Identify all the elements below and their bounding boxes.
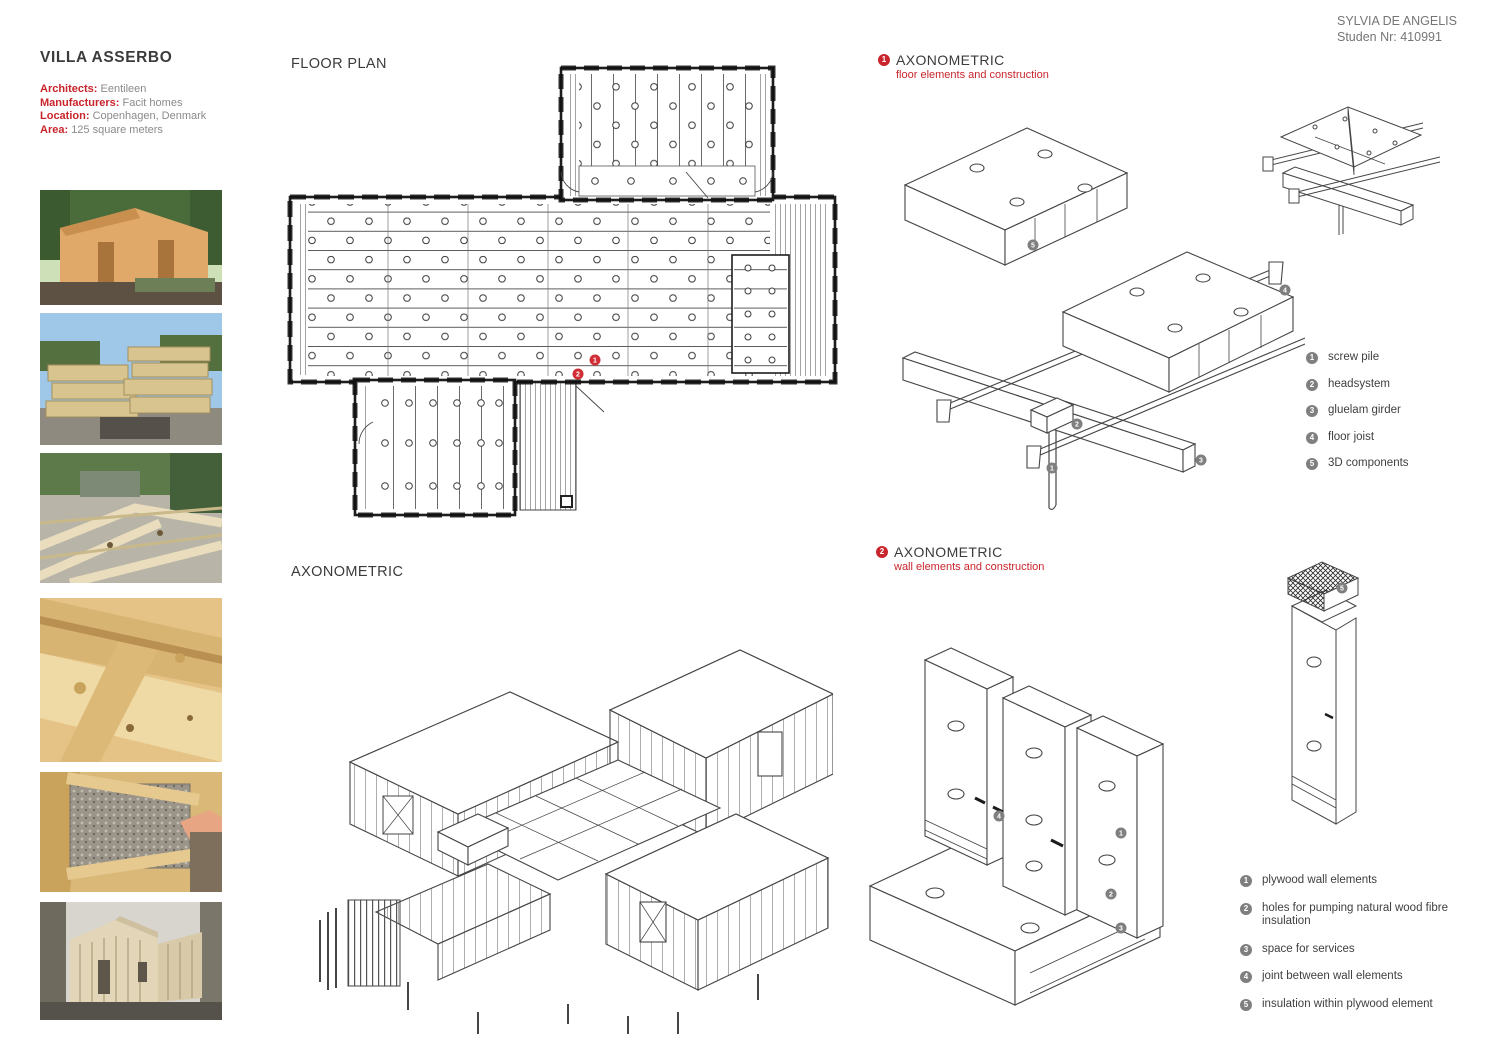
wall-detail-drawing: 5 xyxy=(1286,561,1360,825)
axon-floor-drawing: 5 4 3 2 1 xyxy=(901,127,1305,510)
axon-floor-marker-1: 1 xyxy=(1046,462,1058,474)
axon-floor-marker-5: 5 xyxy=(1027,239,1039,251)
svg-text:3: 3 xyxy=(1199,458,1203,465)
svg-text:4: 4 xyxy=(997,814,1001,821)
svg-text:5: 5 xyxy=(1340,586,1344,593)
axon-house-title: AXONOMETRIC xyxy=(291,564,404,580)
axon-wall-header: 2 AXONOMETRIC wall elements and construc… xyxy=(876,544,1044,573)
field-area: Area: 125 square meters xyxy=(40,123,163,136)
axon-wall-marker-4: 4 xyxy=(993,810,1005,822)
student-block: SYLVIA DE ANGELIS Studen Nr: 410991 xyxy=(1337,13,1457,45)
svg-text:1: 1 xyxy=(1050,466,1054,473)
plan-marker-1: 1 xyxy=(589,354,601,366)
plan-marker-2: 2 xyxy=(572,368,584,380)
axon-floor-marker-2: 2 xyxy=(1071,418,1083,430)
axon-wall-marker-2: 2 xyxy=(1105,888,1117,900)
field-manufacturers: Manufacturers: Facit homes xyxy=(40,96,183,109)
axon-wall-marker-1: 1 xyxy=(1115,827,1127,839)
axon-wall-number-badge: 2 xyxy=(876,546,888,558)
axon-floor-number-badge: 1 xyxy=(878,54,890,66)
svg-text:2: 2 xyxy=(1075,422,1079,429)
svg-text:4: 4 xyxy=(1283,288,1287,295)
svg-text:5: 5 xyxy=(1031,243,1035,250)
axon-wall-marker-3: 3 xyxy=(1115,922,1127,934)
photo-beam-joint-closeup xyxy=(40,598,222,762)
page-title: VILLA ASSERBO xyxy=(40,49,173,66)
floor-detail-drawing xyxy=(1262,106,1440,235)
svg-text:2: 2 xyxy=(576,372,580,379)
author-name: SYLVIA DE ANGELIS xyxy=(1337,14,1457,28)
field-architects: Architects: Eentileen xyxy=(40,83,147,95)
axon-house-drawing xyxy=(319,649,833,1034)
svg-text:1: 1 xyxy=(1119,831,1123,838)
wall-detail-marker-5: 5 xyxy=(1336,582,1348,594)
axon-floor-marker-3: 3 xyxy=(1195,454,1207,466)
photo-finished-house xyxy=(40,902,222,1020)
axon-wall-subtitle: wall elements and construction xyxy=(894,561,1045,573)
student-number: Studen Nr: 410991 xyxy=(1337,30,1442,44)
floor-plan-drawing: 1 2 xyxy=(287,65,838,518)
axon-floor-header: 1 AXONOMETRIC floor elements and constru… xyxy=(878,52,1049,81)
axon-wall-title: AXONOMETRIC xyxy=(894,544,1003,560)
photo-construction-frame xyxy=(40,190,222,305)
floor-plan-title: FLOOR PLAN xyxy=(291,56,387,72)
axon-floor-marker-4: 4 xyxy=(1279,284,1291,296)
field-location: Location: Copenhagen, Denmark xyxy=(40,110,207,122)
svg-text:1: 1 xyxy=(593,358,597,365)
photo-floor-joists xyxy=(40,453,222,583)
photo-insulation-wall xyxy=(40,772,222,892)
svg-text:2: 2 xyxy=(1109,892,1113,899)
svg-text:3: 3 xyxy=(1119,926,1123,933)
axon-floor-title: AXONOMETRIC xyxy=(896,52,1005,68)
axon-wall-drawing: 4 1 2 3 xyxy=(868,647,1165,1006)
photo-stacked-elements xyxy=(40,313,222,445)
axon-floor-subtitle: floor elements and construction xyxy=(896,69,1049,81)
project-info: VILLA ASSERBO Architects: Eentileen Manu… xyxy=(40,49,206,137)
